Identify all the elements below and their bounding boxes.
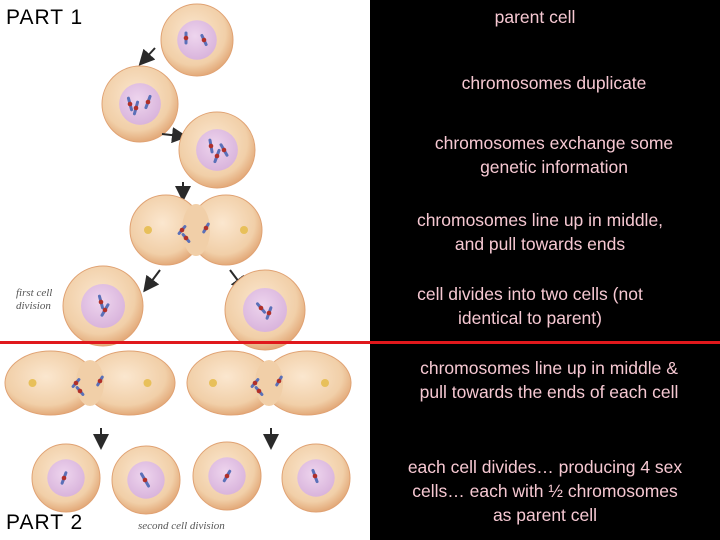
metaphase-2-cell-b-chromosome-0-centromere bbox=[252, 380, 258, 386]
caption-lineup-line1: chromosomes line up in middle, bbox=[416, 210, 664, 230]
caption-divides: cell divides into two cells (not identic… bbox=[370, 282, 690, 330]
caption-panel: parent cell chromosomes duplicate chromo… bbox=[370, 0, 720, 540]
daughter-cell-1-chromosome-1-centromere bbox=[102, 307, 108, 313]
caption-duplicate: chromosomes duplicate bbox=[370, 71, 720, 95]
first-division-label: first cell division bbox=[16, 287, 52, 313]
metaphase-2-cell-a-chromosome-1-centromere bbox=[77, 388, 83, 394]
arrow-4a bbox=[143, 269, 161, 293]
parent-cell-nucleus bbox=[177, 20, 217, 60]
duplicated-cell-chromosome-1-centromere bbox=[133, 105, 139, 111]
caption-exchange: chromosomes exchange some genetic inform… bbox=[370, 131, 720, 179]
caption-final-line2: cells… each with ½ chromosomes bbox=[412, 481, 678, 501]
part-divider-line bbox=[0, 341, 720, 344]
part1-label: PART 1 bbox=[6, 6, 84, 29]
duplicated-cell-chromosome-2-centromere bbox=[145, 99, 151, 105]
gamete-cell-4-chromosome-0-centromere bbox=[312, 473, 318, 479]
part2-label: PART 2 bbox=[6, 511, 84, 534]
exchange-cell-chromosome-0-centromere bbox=[208, 143, 214, 149]
arrow-2 bbox=[161, 127, 188, 144]
metaphase-1-cell-furrow bbox=[182, 204, 210, 256]
daughter-cell-1-chromosome-0-centromere bbox=[98, 299, 104, 305]
caption-lineup2: chromosomes line up in middle & pull tow… bbox=[370, 356, 720, 404]
caption-parent-cell: parent cell bbox=[370, 5, 700, 29]
parent-cell-chromosome-1-centromere bbox=[201, 37, 207, 43]
exchange-cell-chromosome-1-centromere bbox=[214, 153, 220, 159]
second-division-label: second cell division bbox=[138, 520, 225, 532]
metaphase-2-cell-b-centriole-left bbox=[209, 379, 217, 387]
duplicated-cell-chromosome-0-centromere bbox=[127, 101, 133, 107]
metaphase-2-cell-a-chromosome-0-centromere bbox=[73, 380, 79, 386]
metaphase-2-cell-b-centriole-right bbox=[321, 379, 329, 387]
caption-lineup-line2: and pull towards ends bbox=[454, 234, 626, 254]
parent-cell-chromosome-0-centromere bbox=[183, 35, 189, 41]
duplicated-cell-nucleus bbox=[119, 83, 161, 125]
caption-parent-cell-text: parent cell bbox=[494, 7, 576, 27]
metaphase-2-cell-b-chromosome-2-centromere bbox=[276, 378, 282, 384]
metaphase-1-cell-chromosome-0-centromere bbox=[179, 227, 185, 233]
gamete-cell-2-chromosome-0-centromere bbox=[142, 477, 148, 483]
first-division-line1: first cell bbox=[16, 287, 53, 299]
daughter-cell-2-nucleus bbox=[243, 288, 287, 332]
caption-exchange-line2: genetic information bbox=[480, 157, 628, 177]
cell-drawings bbox=[4, 3, 352, 515]
caption-exchange-line1: chromosomes exchange some bbox=[434, 133, 674, 153]
caption-final-line1: each cell divides… producing 4 sex bbox=[407, 457, 683, 477]
metaphase-1-cell-centriole-left bbox=[144, 226, 152, 234]
metaphase-1-cell-chromosome-2-centromere bbox=[203, 225, 209, 231]
caption-duplicate-text: chromosomes duplicate bbox=[461, 73, 647, 93]
gamete-cell-3-chromosome-0-centromere bbox=[224, 473, 230, 479]
arrow-1 bbox=[138, 47, 156, 66]
caption-final-line3: as parent cell bbox=[492, 505, 598, 525]
metaphase-2-cell-a-chromosome-2-centromere bbox=[97, 378, 103, 384]
daughter-cell-2-chromosome-1-centromere bbox=[266, 310, 272, 316]
caption-lineup2-line1: chromosomes line up in middle & bbox=[420, 358, 678, 378]
daughter-cell-2-chromosome-0-centromere bbox=[258, 305, 264, 311]
metaphase-2-cell-b-chromosome-1-centromere bbox=[256, 388, 262, 394]
exchange-cell-chromosome-2-centromere bbox=[221, 147, 227, 153]
caption-divides-line1: cell divides into two cells (not bbox=[417, 284, 643, 304]
metaphase-1-cell-centriole-right bbox=[240, 226, 248, 234]
gamete-cell-1-chromosome-0-centromere bbox=[61, 475, 67, 481]
first-division-line2: division bbox=[16, 300, 51, 312]
caption-lineup: chromosomes line up in middle, and pull … bbox=[370, 208, 710, 256]
caption-lineup2-line2: pull towards the ends of each cell bbox=[419, 382, 679, 402]
metaphase-2-cell-a-centriole-left bbox=[28, 379, 37, 387]
caption-divides-line2: identical to parent) bbox=[458, 308, 602, 328]
metaphase-1-cell-chromosome-1-centromere bbox=[183, 235, 189, 241]
metaphase-2-cell-a-centriole-right bbox=[143, 379, 152, 387]
caption-final: each cell divides… producing 4 sex cells… bbox=[370, 455, 720, 527]
exchange-cell-nucleus bbox=[196, 129, 238, 171]
meiosis-diagram-panel: PART 1 PART 2 first cell division second… bbox=[0, 0, 370, 540]
